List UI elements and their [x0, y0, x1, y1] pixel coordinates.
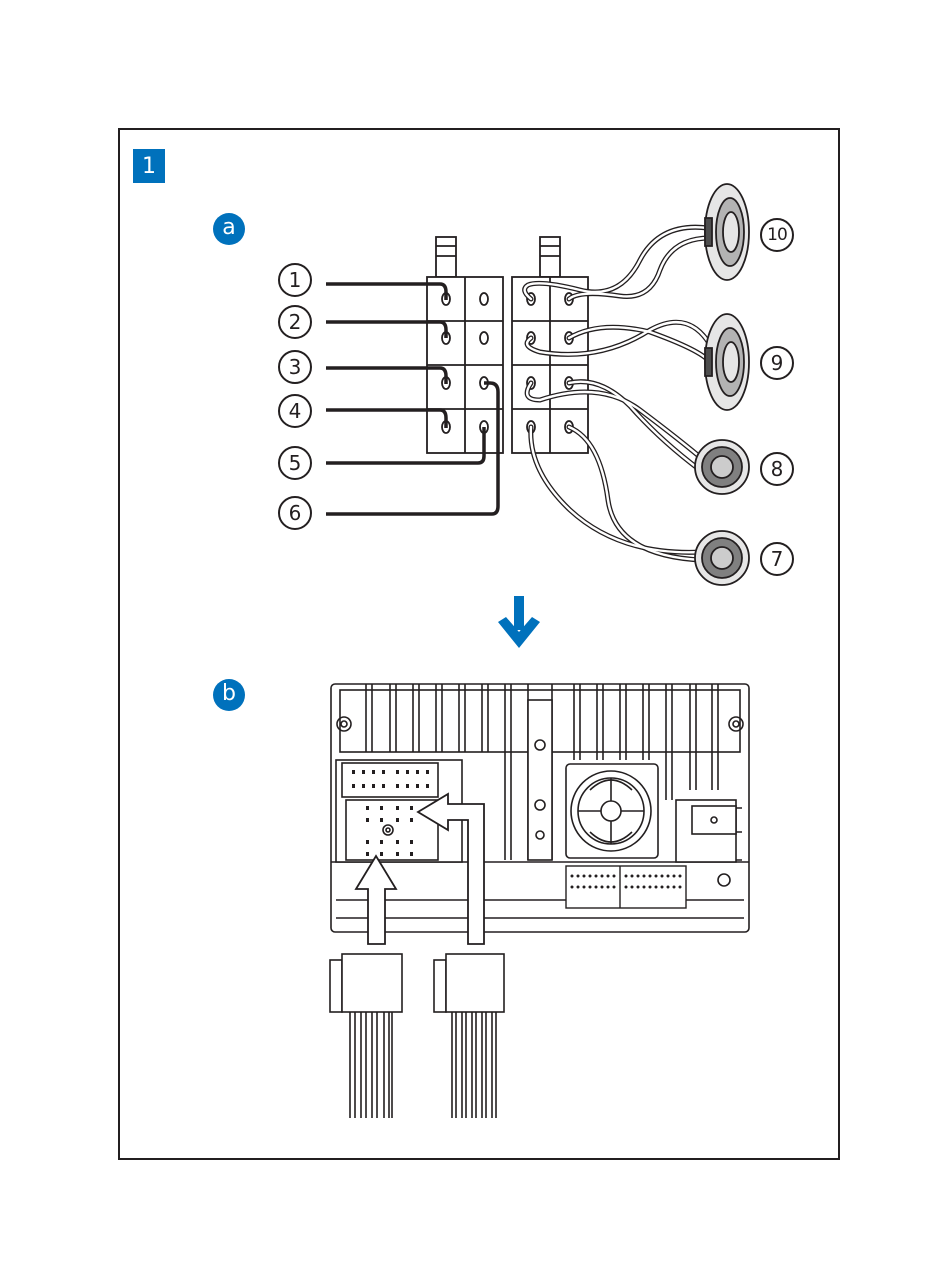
- callout-8: 8: [760, 452, 794, 486]
- callout-6: 6: [278, 496, 312, 530]
- iso-plug-right: [434, 954, 504, 1118]
- callout-4: 4: [278, 394, 312, 428]
- speaker-7-icon: [695, 531, 749, 585]
- speaker-8-icon: [695, 440, 749, 494]
- callout-2: 2: [278, 305, 312, 339]
- connector-block-right: [512, 237, 588, 453]
- callout-3: 3: [278, 350, 312, 384]
- iso-plug-left: [330, 954, 402, 1118]
- callout-7: 7: [760, 542, 794, 576]
- callout-10: 10: [760, 218, 794, 252]
- connector-block-left: [427, 237, 503, 453]
- callout-5: 5: [278, 446, 312, 480]
- arrow-down-icon: [498, 596, 540, 648]
- callout-1: 1: [278, 263, 312, 297]
- callout-9: 9: [760, 346, 794, 380]
- speaker-10-icon: [705, 184, 749, 280]
- speaker-9-icon: [705, 314, 749, 410]
- fan-icon: [566, 764, 658, 858]
